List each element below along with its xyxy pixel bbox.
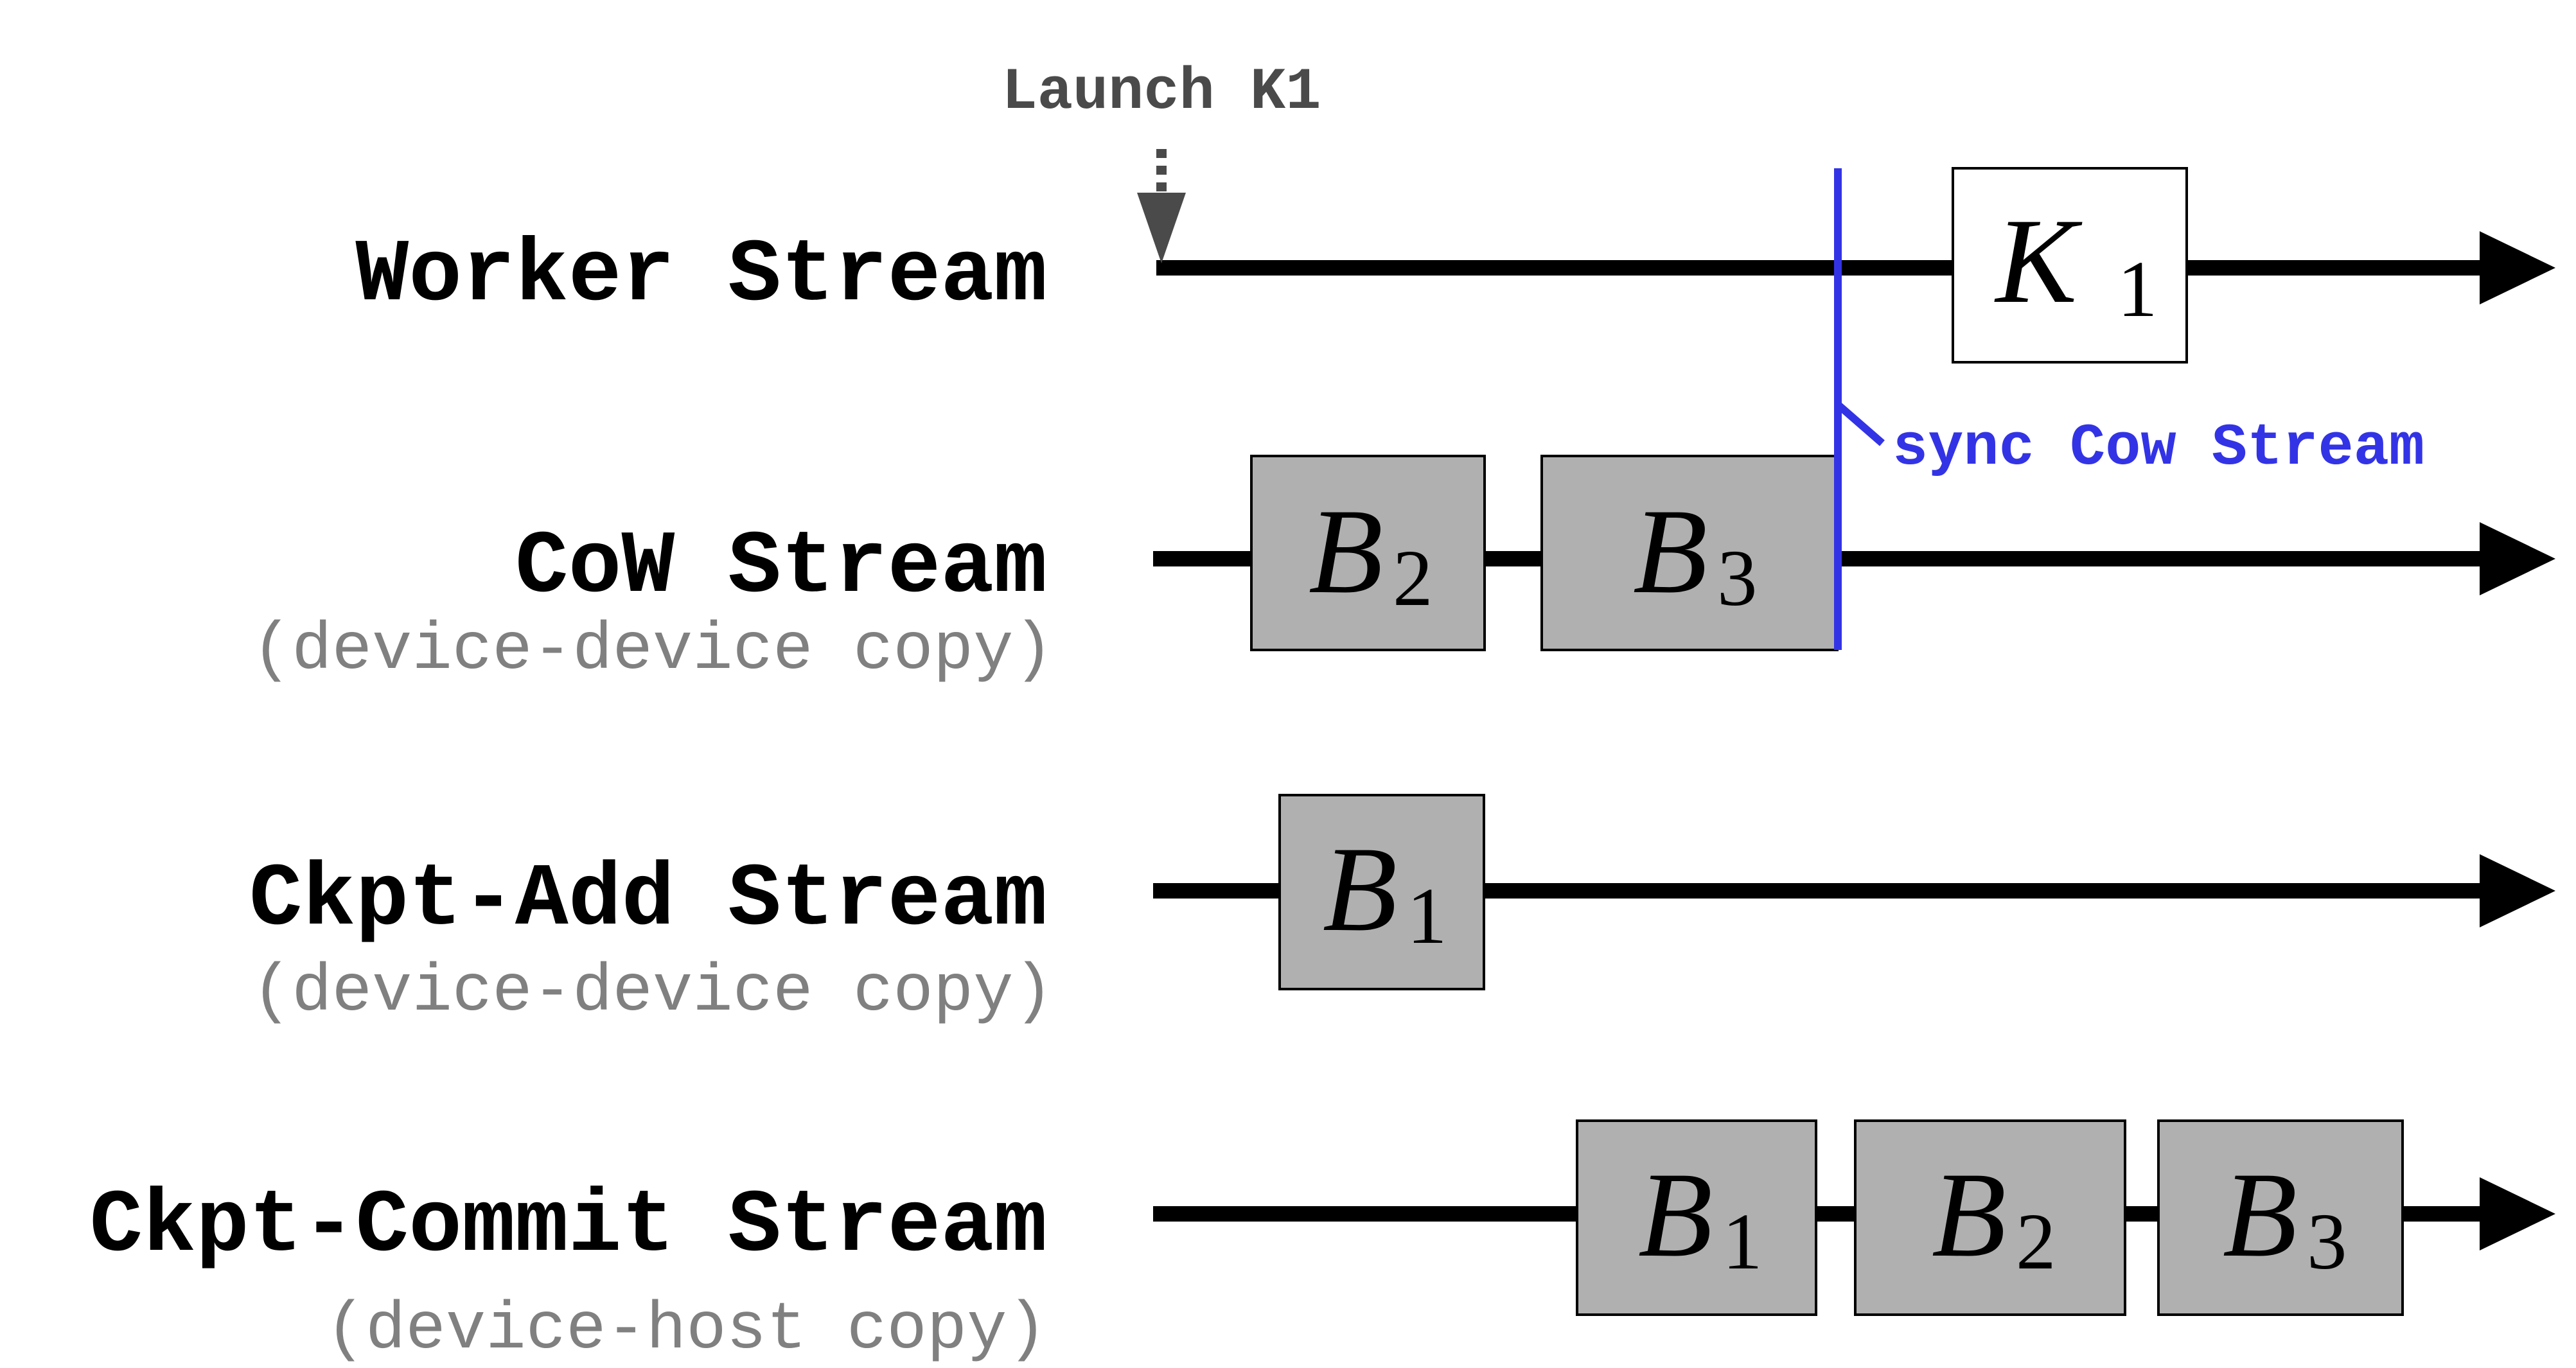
sync-label: sync Cow Stream — [1892, 414, 2424, 482]
kernel-block-k1: K 1 — [1952, 167, 2188, 364]
stream-subtitle-cow: (device-device copy) — [252, 613, 1054, 688]
kernel-block-k1-sub: 1 — [2117, 245, 2158, 334]
copy-block-ckpt-add-b1: B 1 — [1278, 794, 1485, 990]
kernel-block-k1-letter: K — [1994, 194, 2083, 329]
copy-block-cow-b3: B 3 — [1540, 455, 1839, 651]
copy-block-ckpt-add-b1-sub: 1 — [1407, 872, 1447, 961]
copy-block-cow-b2: B 2 — [1250, 455, 1486, 651]
stream-title-ckpt-commit: Ckpt-Commit Stream — [89, 1177, 1047, 1277]
copy-block-ckpt-commit-b3: B 3 — [2157, 1119, 2404, 1316]
copy-block-ckpt-commit-b3-sub: 3 — [2307, 1198, 2347, 1286]
copy-block-ckpt-commit-b2-sub: 2 — [2016, 1198, 2056, 1286]
copy-block-ckpt-commit-b2-letter: B — [1932, 1148, 2006, 1283]
copy-block-ckpt-commit-b3-letter: B — [2223, 1148, 2297, 1283]
launch-label: Launch K1 — [1002, 58, 1321, 126]
copy-block-ckpt-commit-b1-sub: 1 — [1722, 1198, 1763, 1286]
stream-subtitle-ckpt-add: (device-device copy) — [252, 954, 1054, 1030]
timeline-arrowhead-ckpt-commit — [2480, 1177, 2555, 1250]
sync-tick — [1835, 401, 1885, 446]
copy-block-ckpt-commit-b1-letter: B — [1638, 1148, 1713, 1283]
copy-block-cow-b3-sub: 3 — [1717, 534, 1758, 623]
timeline-arrowhead-worker — [2480, 231, 2555, 304]
copy-block-cow-b3-letter: B — [1633, 484, 1707, 619]
copy-block-ckpt-add-b1-letter: B — [1323, 822, 1397, 957]
timeline-worker — [1156, 231, 2555, 304]
copy-block-cow-b2-sub: 2 — [1393, 534, 1433, 623]
stream-title-cow: CoW Stream — [515, 518, 1047, 618]
launch-arrowhead-icon — [1137, 193, 1186, 263]
copy-block-ckpt-commit-b1: B 1 — [1576, 1119, 1817, 1316]
stream-title-worker: Worker Stream — [355, 226, 1047, 326]
timeline-arrowhead-cow — [2480, 522, 2555, 595]
stream-title-ckpt-add: Ckpt-Add Stream — [249, 850, 1047, 951]
copy-block-cow-b2-letter: B — [1309, 484, 1383, 619]
copy-block-ckpt-commit-b2: B 2 — [1854, 1119, 2126, 1316]
stream-subtitle-ckpt-commit: (device-host copy) — [326, 1292, 1047, 1368]
timeline-arrowhead-ckpt-add — [2480, 854, 2555, 927]
